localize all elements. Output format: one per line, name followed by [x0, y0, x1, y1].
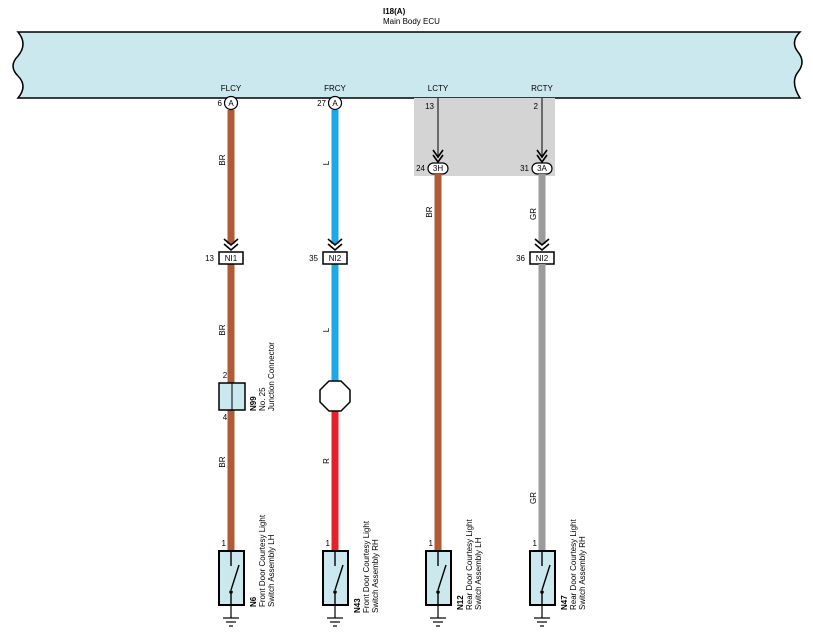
- wire-color-code: GR: [529, 492, 538, 504]
- ecu-body: [12, 31, 803, 99]
- joint-pin-number: 13: [205, 254, 214, 263]
- jb-pin-number: 31: [520, 164, 529, 173]
- switch-id: N47: [560, 595, 569, 610]
- junction-id: N99: [249, 396, 258, 411]
- switch-name-line2: Switch Assembly LH: [474, 537, 483, 610]
- switch-id: N6: [249, 596, 258, 607]
- ecu-id: I18(A): [383, 7, 406, 16]
- joint-pin-number: 36: [516, 254, 525, 263]
- signal-label-flcy: FLCY: [221, 84, 242, 93]
- connector-arrow-icon: [223, 238, 239, 252]
- joint-connector-label: NI1: [225, 254, 238, 263]
- ecu-name: Main Body ECU: [383, 17, 440, 26]
- switch-name-line2: Switch Assembly RH: [578, 536, 587, 610]
- ecu-connector-label: A: [332, 99, 338, 108]
- switch-name-line1: Rear Door Courtesy Light: [569, 519, 578, 610]
- junction-pin-out: 4: [223, 413, 228, 422]
- jb-connector-label: 3H: [433, 164, 443, 173]
- door-switch-icon: [218, 550, 245, 606]
- wire-color-code: L: [322, 160, 331, 165]
- switch-name-line1: Front Door Courtesy Light: [362, 520, 371, 613]
- ground-icon: [327, 605, 343, 627]
- ecu-connector-label: A: [228, 99, 234, 108]
- junction-name-line2: Junction Connector: [267, 342, 276, 411]
- signal-label-lcty: LCTY: [428, 84, 449, 93]
- ground-icon: [430, 605, 446, 627]
- ecu-pin-circle-icon: [327, 95, 343, 111]
- signal-label-frcy: FRCY: [324, 84, 346, 93]
- connector-arrow-icon: [536, 149, 548, 164]
- wire-color-code: BR: [218, 324, 227, 335]
- ecu-pin-number: 27: [317, 99, 326, 108]
- signal-label-rcty: RCTY: [531, 84, 553, 93]
- joint-connector-label: NI2: [536, 254, 549, 263]
- ecu-pin-circle-icon: [223, 95, 239, 111]
- jb-pin-number: 24: [416, 164, 425, 173]
- wire-color-code: BR: [218, 154, 227, 165]
- door-switch-icon: [425, 550, 452, 606]
- wire-color-code: GR: [529, 208, 538, 220]
- switch-id: N12: [456, 595, 465, 610]
- connector-arrow-icon: [534, 238, 550, 252]
- switch-pin-number: 1: [222, 539, 227, 548]
- door-switch-icon: [529, 550, 556, 606]
- switch-name-line2: Switch Assembly RH: [371, 539, 380, 613]
- wire-color-code: BR: [218, 456, 227, 467]
- joint-connector-label: NI2: [329, 254, 342, 263]
- ground-icon: [534, 605, 550, 627]
- connector-arrow-icon: [432, 149, 444, 164]
- connector-arrow-icon: [327, 238, 343, 252]
- switch-pin-number: 1: [326, 539, 331, 548]
- wire-color-code: BR: [425, 206, 434, 217]
- wire-color-code: R: [322, 458, 331, 464]
- junction-name-line1: No. 25: [258, 387, 267, 411]
- ground-icon: [223, 605, 239, 627]
- ecu-pin-number: 13: [425, 102, 434, 111]
- ecu-pin-number: 6: [218, 99, 223, 108]
- joint-connector-box: [322, 251, 348, 265]
- switch-id: N43: [353, 598, 362, 613]
- switch-name-line2: Switch Assembly LH: [267, 534, 276, 607]
- switch-pin-number: 1: [429, 539, 434, 548]
- splice-point-icon: [319, 380, 351, 412]
- switch-pin-number: 1: [533, 539, 538, 548]
- wire-color-code: L: [322, 327, 331, 332]
- jb-connector-label: 3A: [537, 164, 547, 173]
- junction-pin-in: 2: [223, 371, 228, 380]
- joint-connector-box: [218, 251, 244, 265]
- joint-pin-number: 35: [309, 254, 318, 263]
- ecu-pin-number: 2: [534, 102, 539, 111]
- switch-name-line1: Front Door Courtesy Light: [258, 514, 267, 607]
- switch-name-line1: Rear Door Courtesy Light: [465, 519, 474, 610]
- door-switch-icon: [322, 550, 349, 606]
